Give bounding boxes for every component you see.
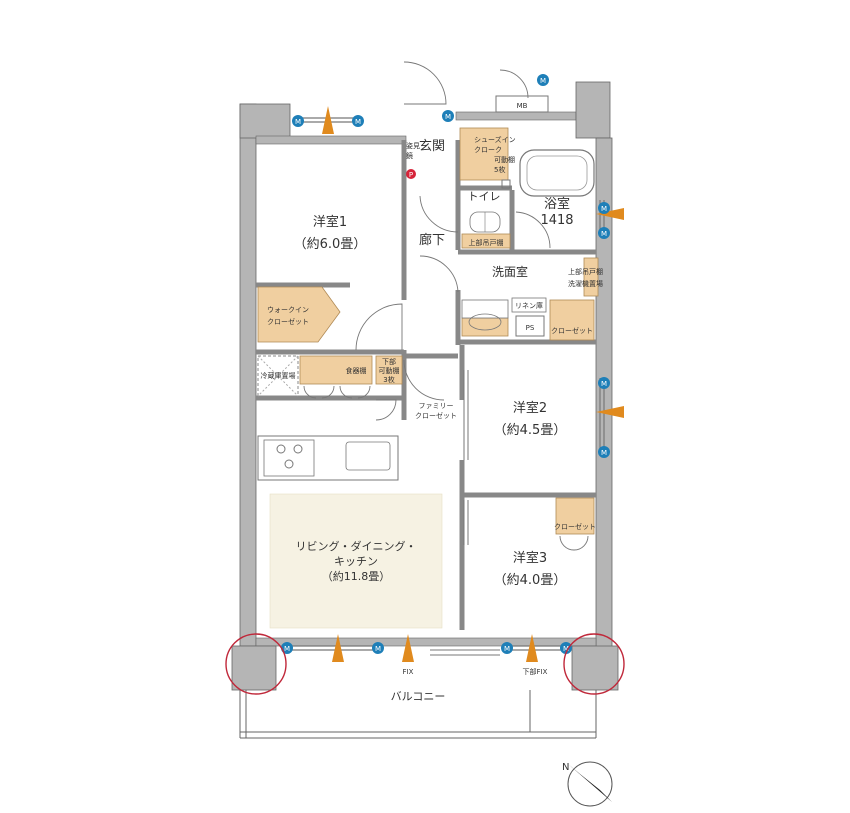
svg-text:M: M xyxy=(284,645,290,653)
toilet-label: トイレ xyxy=(468,190,501,203)
vent-icon: M xyxy=(598,446,610,458)
vent-icon: M xyxy=(292,115,304,127)
svg-text:M: M xyxy=(375,645,381,653)
doors xyxy=(303,61,589,551)
fridge-space xyxy=(257,355,299,397)
highlight-ring-left xyxy=(225,633,287,695)
fridge-label: 冷蔵庫置場 xyxy=(261,371,296,380)
toilet-fixture xyxy=(469,179,511,233)
washroom-label: 洗面室 xyxy=(492,264,528,279)
ldk-line2: キッチン xyxy=(334,555,378,568)
lower-shelf-label-2: 可動棚 xyxy=(379,366,400,375)
kitchen-counter xyxy=(257,435,399,481)
vent-icon: M xyxy=(372,642,384,654)
room-western3-name: 洋室3 xyxy=(513,550,547,566)
vent-icon: M xyxy=(352,115,364,127)
balcony-label: バルコニー xyxy=(391,690,446,703)
svg-text:M: M xyxy=(601,449,607,457)
bath-label: 浴室 xyxy=(544,196,570,212)
window-markers xyxy=(322,106,624,662)
upper-cabinet-laundry-label: 上部吊戸棚 xyxy=(568,267,603,276)
svg-text:M: M xyxy=(355,118,361,126)
p-marker-icon: P xyxy=(406,169,416,179)
entrance-label: 玄関 xyxy=(419,139,445,154)
vent-icon: M xyxy=(598,377,610,389)
svg-text:M: M xyxy=(504,645,510,653)
svg-text:M: M xyxy=(601,205,607,213)
bath-model: 1418 xyxy=(540,213,573,228)
movable-shelf-5-label-2: 5枚 xyxy=(494,165,505,174)
vent-icon: M xyxy=(281,642,293,654)
mirror-label-2: 鏡 xyxy=(406,151,413,160)
vent-icon: M xyxy=(442,110,454,122)
wic-label-2: クローゼット xyxy=(267,317,309,326)
fix-label: FIX xyxy=(403,668,414,676)
hallway-label: 廊下 xyxy=(419,232,445,248)
svg-text:M: M xyxy=(295,118,301,126)
shoes-in-cloak-label-2: クローク xyxy=(474,146,502,154)
exterior-walls xyxy=(231,81,619,739)
vent-icon: M xyxy=(598,227,610,239)
storage-areas xyxy=(257,127,599,535)
ldk-size: （約11.8畳） xyxy=(322,569,391,583)
vent-icon: M xyxy=(537,74,549,86)
mb-label: MB xyxy=(517,102,528,110)
family-closet-label-1: ファミリー xyxy=(419,402,454,410)
ldk-floor xyxy=(269,493,443,629)
ps-box xyxy=(515,315,545,337)
room-western3-size: （約4.0畳） xyxy=(494,573,567,588)
room-western1-name: 洋室1 xyxy=(313,214,347,230)
cupboard-label: 食器棚 xyxy=(346,366,367,375)
linen-cabinet xyxy=(511,297,547,313)
closet3-label: クローゼット xyxy=(554,522,596,531)
shoes-in-cloak-label-1: シューズイン xyxy=(474,135,516,144)
lower-fix-label: 下部FIX xyxy=(523,667,548,676)
svg-text:P: P xyxy=(409,171,413,179)
bathtub xyxy=(519,149,595,197)
svg-text:M: M xyxy=(601,230,607,238)
vent-icon: M xyxy=(501,642,513,654)
sliding-doors xyxy=(430,370,500,656)
vent-markers: M M M M M M M M M M M M xyxy=(281,74,610,654)
room-western2-size: （約4.5畳） xyxy=(494,423,567,438)
mb-box xyxy=(495,95,549,113)
north-compass-icon: N xyxy=(562,761,613,807)
linen-label: リネン庫 xyxy=(515,301,543,310)
svg-text:M: M xyxy=(445,113,451,121)
room-western2-name: 洋室2 xyxy=(513,400,547,416)
washer-space-label: 洗濯機置場 xyxy=(568,279,603,288)
upper-cabinet-toilet-label: 上部吊戸棚 xyxy=(469,238,504,247)
highlight-ring-right xyxy=(563,633,625,695)
family-closet-label-2: クローゼット xyxy=(415,411,457,420)
interior-walls xyxy=(256,140,596,630)
svg-text:M: M xyxy=(601,380,607,388)
mirror-label-1: 姿見 xyxy=(406,141,420,150)
closet2-label: クローゼット xyxy=(551,326,593,335)
lower-shelf-label-1: 下部 xyxy=(382,357,396,366)
ps-label: PS xyxy=(526,324,535,332)
wash-basin xyxy=(461,299,509,331)
ldk-line1: リビング・ダイニング・ xyxy=(296,539,417,553)
svg-text:N: N xyxy=(562,762,569,773)
room-western1-size: （約6.0畳） xyxy=(294,237,367,252)
movable-shelf-5-label-1: 可動棚 xyxy=(494,155,515,164)
lower-shelf-label-3: 3枚 xyxy=(383,375,394,384)
vent-icon: M xyxy=(598,202,610,214)
vent-icon: M xyxy=(560,642,572,654)
svg-text:M: M xyxy=(540,77,546,85)
svg-text:M: M xyxy=(563,645,569,653)
wic-label-1: ウォークイン xyxy=(267,306,309,314)
